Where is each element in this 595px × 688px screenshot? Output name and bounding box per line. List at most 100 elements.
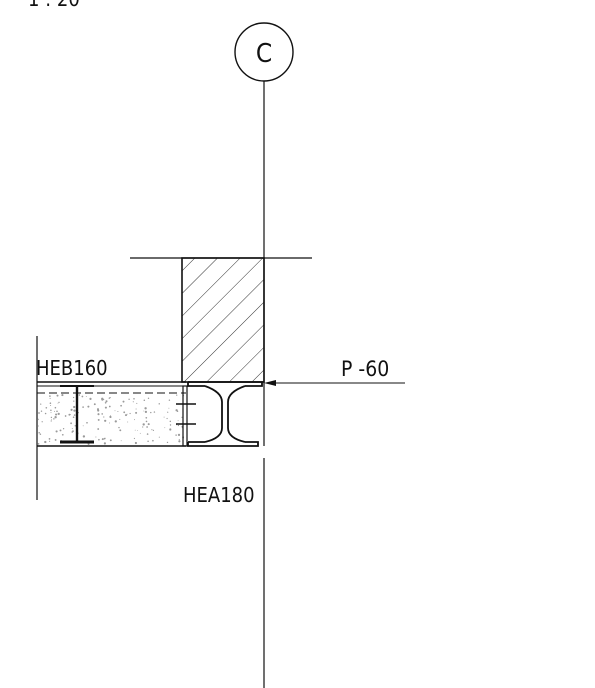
concrete-speckle	[72, 430, 74, 433]
concrete-speckle	[85, 395, 87, 397]
concrete-speckle	[97, 428, 100, 430]
concrete-speckle	[119, 429, 122, 432]
concrete-speckle	[117, 410, 119, 413]
concrete-speckle	[177, 420, 179, 422]
concrete-speckle	[134, 419, 135, 421]
concrete-speckle	[147, 440, 149, 442]
concrete-speckle	[147, 397, 150, 400]
concrete-speckle	[178, 440, 181, 443]
concrete-speckle	[44, 440, 47, 444]
concrete-speckle	[73, 414, 76, 416]
concrete-speckle	[82, 425, 84, 427]
concrete-speckle	[144, 410, 148, 414]
concrete-speckle	[127, 421, 129, 423]
concrete-speckle	[54, 406, 57, 409]
concrete-speckle	[109, 422, 111, 424]
concrete-speckle	[163, 416, 165, 418]
concrete-speckle	[177, 424, 180, 427]
concrete-speckle	[142, 423, 145, 426]
concrete-speckle	[133, 398, 135, 400]
concrete-speckle	[44, 412, 47, 415]
concrete-speckle	[54, 410, 55, 412]
beam-column-label: HEA180	[183, 483, 255, 507]
concrete-speckle	[132, 401, 134, 403]
concrete-speckle	[49, 402, 52, 404]
concrete-speckle	[152, 429, 155, 432]
concrete-speckle	[55, 413, 58, 416]
concrete-speckle	[147, 423, 150, 426]
concrete-speckle	[61, 394, 64, 397]
hea180-section	[187, 381, 263, 447]
concrete-speckle	[82, 435, 86, 438]
concrete-speckle	[38, 412, 40, 414]
concrete-speckle	[151, 429, 153, 431]
concrete-speckle	[166, 417, 168, 420]
concrete-speckle	[38, 432, 40, 434]
concrete-speckle	[145, 420, 148, 423]
concrete-speckle	[122, 400, 125, 403]
concrete-speckle	[104, 437, 106, 439]
concrete-speckle	[59, 429, 62, 432]
concrete-speckle	[50, 409, 52, 412]
concrete-slab	[37, 381, 186, 447]
concrete-speckle	[56, 394, 59, 397]
concrete-speckle	[109, 415, 112, 417]
concrete-speckle	[57, 402, 59, 404]
concrete-speckle	[50, 420, 52, 422]
concrete-speckle	[164, 427, 166, 429]
concrete-speckle	[72, 416, 75, 419]
concrete-speckle	[101, 397, 104, 400]
concrete-speckle	[158, 436, 160, 438]
concrete-speckle	[58, 401, 60, 404]
concrete-speckle	[169, 420, 172, 423]
concrete-speckle	[167, 411, 169, 413]
concrete-speckle	[169, 428, 172, 431]
concrete-speckle	[120, 440, 122, 442]
concrete-speckle	[68, 413, 71, 416]
concrete-speckle	[103, 416, 105, 418]
concrete-speckle	[40, 410, 43, 412]
concrete-speckle	[166, 441, 169, 444]
concrete-speckle	[61, 433, 64, 436]
level-label: P -60	[341, 357, 389, 381]
level-marker: P -60	[264, 357, 405, 386]
scale-label: 1 : 20	[28, 0, 80, 11]
concrete-speckle	[168, 399, 171, 401]
concrete-speckle	[89, 397, 92, 400]
concrete-speckle	[143, 410, 145, 412]
concrete-speckle	[181, 416, 183, 418]
concrete-speckle	[158, 403, 160, 405]
concrete-speckle	[49, 440, 51, 442]
concrete-speckle	[49, 397, 51, 399]
concrete-speckle	[104, 406, 107, 409]
concrete-speckle	[57, 412, 60, 416]
concrete-speckle	[118, 426, 120, 429]
concrete-speckle	[50, 404, 52, 407]
hatched-wall	[181, 257, 265, 383]
concrete-speckle	[128, 398, 130, 401]
concrete-speckle	[135, 408, 137, 410]
concrete-speckle	[73, 400, 75, 402]
concrete-speckle	[54, 416, 57, 419]
concrete-speckle	[139, 432, 141, 434]
concrete-speckle	[70, 414, 72, 415]
concrete-speckle	[144, 407, 147, 410]
concrete-speckle	[53, 418, 55, 420]
concrete-speckle	[97, 418, 100, 421]
concrete-speckle	[82, 406, 84, 408]
concrete-speckle	[145, 416, 148, 419]
concrete-speckle	[124, 414, 128, 417]
concrete-speckle	[64, 415, 67, 417]
concrete-speckle	[37, 443, 40, 445]
concrete-speckle	[134, 429, 136, 431]
concrete-speckle	[175, 434, 177, 436]
concrete-speckle	[146, 426, 148, 428]
concrete-speckle	[48, 438, 51, 440]
concrete-speckle	[169, 424, 172, 426]
concrete-speckle	[62, 428, 65, 430]
concrete-speckle	[143, 399, 146, 401]
concrete-speckle	[114, 420, 117, 423]
concrete-speckle	[150, 411, 152, 414]
connection-plate	[176, 385, 196, 447]
